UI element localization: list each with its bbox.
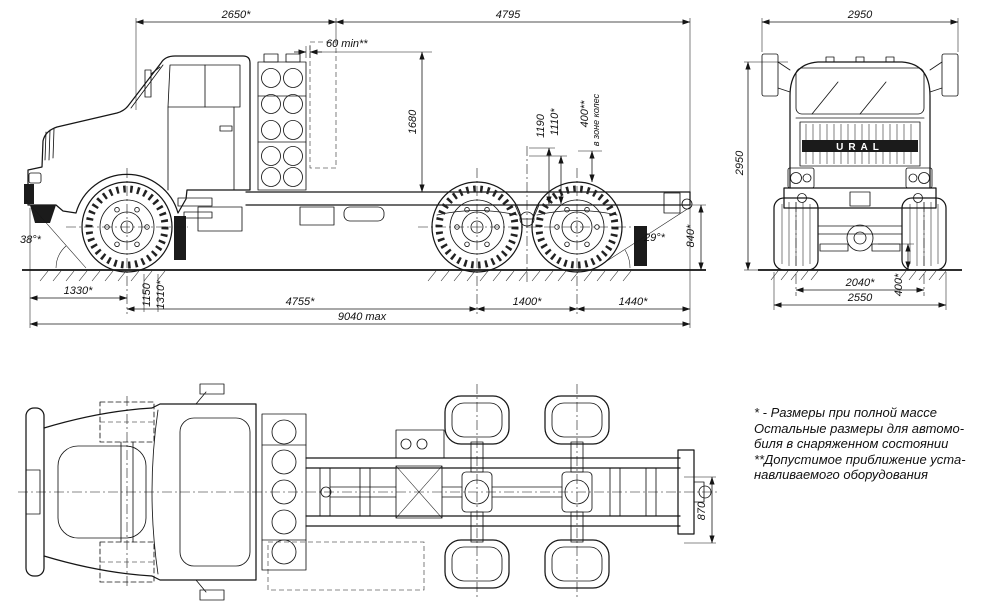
top-dimensions: 870 (684, 476, 716, 544)
dim-2950-width: 2950 (847, 9, 873, 21)
note-line-1: * - Размеры при полной массе (754, 405, 937, 420)
front-view: URAL (734, 9, 962, 310)
departure-angle: 29°* (643, 232, 666, 244)
top-view: 870 (18, 383, 718, 601)
top-mirrors (195, 383, 225, 601)
dim-1400: 1400* (513, 296, 542, 308)
transfer-case (395, 429, 445, 519)
hood-outline (43, 407, 153, 429)
front-mudflap (30, 205, 56, 223)
windshield-plan (151, 409, 159, 575)
dim-1680: 1680 (407, 109, 419, 134)
dim-2950-height: 2950 (734, 150, 746, 176)
front-truck: URAL (761, 53, 959, 271)
note-line-2: Остальные размеры для автомо- (754, 421, 965, 436)
top-truck (25, 383, 712, 601)
note-line-5: навливаемого оборудования (754, 467, 928, 482)
dim-1310: 1310* (155, 280, 167, 309)
note-line-3: биля в снаряженном состоянии (754, 436, 948, 451)
headlight (28, 172, 42, 184)
frame-plan (305, 449, 695, 535)
notes: * - Размеры при полной массе Остальные р… (754, 405, 966, 482)
dim-400-front: 400* (893, 273, 905, 296)
door-handle (219, 125, 233, 132)
dim-60min: 60 min** (326, 38, 368, 50)
windshield (130, 64, 164, 109)
dim-4755: 4755* (286, 296, 315, 308)
hood-bulge (57, 445, 147, 539)
dim-1330: 1330* (64, 285, 93, 297)
muffler (343, 206, 385, 222)
front-cab-outline (789, 61, 931, 189)
tow-hitch (663, 192, 693, 214)
battery-box (197, 206, 243, 232)
top-cylinder-rack (261, 413, 307, 571)
driveline (320, 471, 593, 513)
side-window (167, 64, 241, 108)
dim-1440: 1440* (619, 296, 648, 308)
cylinder-rack (257, 53, 307, 191)
front-windshield (795, 67, 925, 115)
dim-1150: 1150 (141, 282, 153, 307)
approach-angle: 38°* (20, 234, 42, 246)
front-grille: URAL (799, 121, 921, 167)
dim-9040: 9040 max (338, 311, 387, 323)
equipment-zone-plan (267, 541, 425, 591)
dim-400-note: в зоне колес (591, 93, 601, 146)
front-dimensions: 2950 2950 2040* 2550 400* (734, 9, 959, 310)
ground-hatching (39, 270, 632, 282)
frame-rail (245, 191, 691, 206)
dim-4795: 4795 (496, 9, 521, 21)
dim-2650: 2650* (221, 9, 251, 21)
front-headlights (787, 167, 933, 189)
cab-step (177, 197, 213, 207)
side-dimensions: 2650* 4795 60 min** 1680 1190 1110* 400*… (20, 9, 706, 328)
wiper (811, 81, 839, 115)
dim-840: 840* (685, 224, 697, 247)
cab-mudflap (174, 216, 186, 260)
roof-panel (179, 417, 251, 567)
rear-mudflap (634, 226, 647, 266)
side-truck (24, 41, 693, 314)
dim-400-side: 400** (579, 100, 591, 128)
dim-1110: 1110* (549, 108, 561, 136)
side-mirror (144, 69, 152, 98)
equipment-zone-dashed (309, 41, 337, 169)
cab-plan-outline (151, 403, 257, 581)
wiper (859, 81, 887, 115)
dim-2550: 2550 (847, 292, 873, 304)
side-view: 2650* 4795 60 min** 1680 1190 1110* 400*… (20, 9, 706, 328)
bumper-end (24, 184, 34, 204)
grille-badge: URAL (836, 142, 884, 153)
dim-1190: 1190 (535, 113, 547, 138)
front-axle (817, 224, 903, 252)
dim-2040: 2040* (845, 277, 875, 289)
note-line-4: **Допустимое приближение уста- (754, 452, 966, 467)
dim-870: 870 (696, 501, 708, 520)
front-mirrors (761, 53, 959, 97)
cab-outline (27, 55, 251, 214)
tool-box (299, 206, 335, 226)
grille-slats (44, 128, 55, 161)
